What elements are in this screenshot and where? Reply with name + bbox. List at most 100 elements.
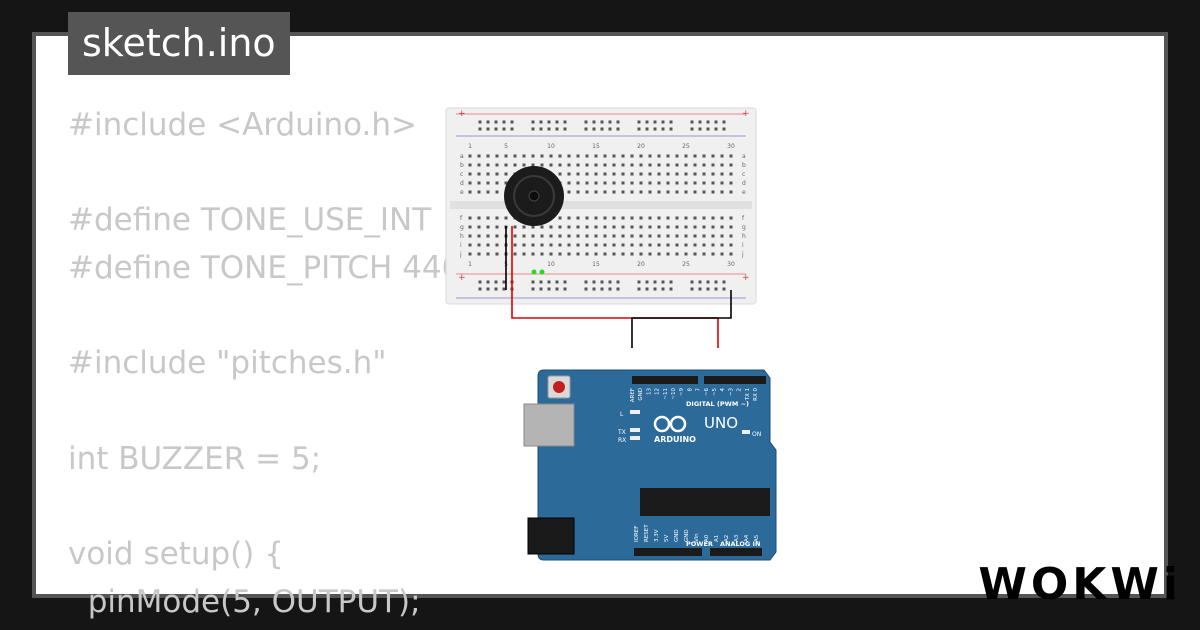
rail-hole[interactable] [669,120,673,124]
breadboard-hole[interactable] [477,181,481,185]
breadboard-hole[interactable] [504,163,508,167]
breadboard-hole[interactable] [666,225,670,229]
breadboard-hole[interactable] [684,216,688,220]
breadboard-hole[interactable] [630,252,634,256]
breadboard-hole[interactable] [603,252,607,256]
breadboard-hole[interactable] [648,190,652,194]
breadboard-hole[interactable] [630,216,634,220]
rail-hole[interactable] [563,287,567,291]
rail-hole[interactable] [637,287,641,291]
breadboard-hole[interactable] [576,234,580,238]
rail-hole[interactable] [531,280,535,284]
rail-hole[interactable] [555,287,559,291]
breadboard-hole[interactable] [603,243,607,247]
rail-hole[interactable] [502,287,506,291]
breadboard-hole[interactable] [693,172,697,176]
breadboard-hole[interactable] [477,234,481,238]
breadboard-hole[interactable] [567,154,571,158]
breadboard-hole[interactable] [648,163,652,167]
breadboard-hole[interactable] [486,163,490,167]
breadboard-hole[interactable] [522,252,526,256]
breadboard-hole[interactable] [702,190,706,194]
breadboard-hole[interactable] [639,154,643,158]
breadboard-hole[interactable] [621,181,625,185]
breadboard-hole[interactable] [684,172,688,176]
rail-hole[interactable] [584,120,588,124]
breadboard-hole[interactable] [594,216,598,220]
breadboard-hole[interactable] [594,190,598,194]
breadboard-hole[interactable] [522,163,526,167]
breadboard-hole[interactable] [540,243,544,247]
breadboard-hole[interactable] [729,154,733,158]
rail-hole[interactable] [510,127,514,131]
breadboard-hole[interactable] [630,225,634,229]
breadboard-hole[interactable] [612,181,616,185]
breadboard-hole[interactable] [630,190,634,194]
breadboard-hole[interactable] [513,225,517,229]
breadboard-hole[interactable] [657,172,661,176]
rail-hole[interactable] [722,287,726,291]
breadboard-hole[interactable] [666,190,670,194]
rail-hole[interactable] [539,287,543,291]
breadboard-hole[interactable] [720,225,724,229]
breadboard-hole[interactable] [486,154,490,158]
breadboard-hole[interactable] [612,154,616,158]
rail-hole[interactable] [563,127,567,131]
breadboard-hole[interactable] [621,163,625,167]
rail-hole[interactable] [706,287,710,291]
breadboard-hole[interactable] [639,172,643,176]
rail-hole[interactable] [584,127,588,131]
breadboard-hole[interactable] [585,234,589,238]
breadboard-hole[interactable] [612,172,616,176]
rail-hole[interactable] [502,120,506,124]
breadboard-hole[interactable] [477,163,481,167]
breadboard-hole[interactable] [621,216,625,220]
rail-hole[interactable] [494,120,498,124]
breadboard-hole[interactable] [729,181,733,185]
breadboard-hole[interactable] [603,234,607,238]
rail-hole[interactable] [661,287,665,291]
rail-hole[interactable] [698,280,702,284]
rail-hole[interactable] [661,120,665,124]
breadboard-hole[interactable] [549,252,553,256]
rail-hole[interactable] [592,120,596,124]
breadboard-hole[interactable] [675,190,679,194]
breadboard-hole[interactable] [612,243,616,247]
breadboard-hole[interactable] [675,163,679,167]
rail-hole[interactable] [547,120,551,124]
rail-hole[interactable] [645,280,649,284]
rail-hole[interactable] [510,120,514,124]
rail-hole[interactable] [592,127,596,131]
breadboard-hole[interactable] [486,190,490,194]
breadboard-hole[interactable] [657,181,661,185]
breadboard-hole[interactable] [522,225,526,229]
breadboard-hole[interactable] [486,172,490,176]
wire-red[interactable] [511,226,719,348]
rail-hole[interactable] [478,280,482,284]
rail-hole[interactable] [706,120,710,124]
breadboard-hole[interactable] [639,234,643,238]
breadboard-hole[interactable] [540,225,544,229]
breadboard-hole[interactable] [495,163,499,167]
breadboard-hole[interactable] [468,163,472,167]
breadboard-hole[interactable] [621,252,625,256]
rail-hole[interactable] [714,127,718,131]
arduino-uno[interactable]: DIGITAL (PWM ~) POWER ANALOG IN ARDUINO … [523,369,777,561]
rail-hole[interactable] [653,287,657,291]
breadboard-hole[interactable] [702,225,706,229]
breadboard-hole[interactable] [711,181,715,185]
rail-hole[interactable] [661,280,665,284]
breadboard-hole[interactable] [711,163,715,167]
breadboard-hole[interactable] [576,172,580,176]
rail-hole[interactable] [584,280,588,284]
rail-hole[interactable] [637,280,641,284]
rail-hole[interactable] [669,127,673,131]
rail-hole[interactable] [706,127,710,131]
breadboard-hole[interactable] [558,252,562,256]
breadboard-hole[interactable] [576,216,580,220]
rail-hole[interactable] [669,287,673,291]
breadboard-hole[interactable] [639,216,643,220]
breadboard-hole[interactable] [648,154,652,158]
rail-hole[interactable] [584,287,588,291]
breadboard-hole[interactable] [603,216,607,220]
